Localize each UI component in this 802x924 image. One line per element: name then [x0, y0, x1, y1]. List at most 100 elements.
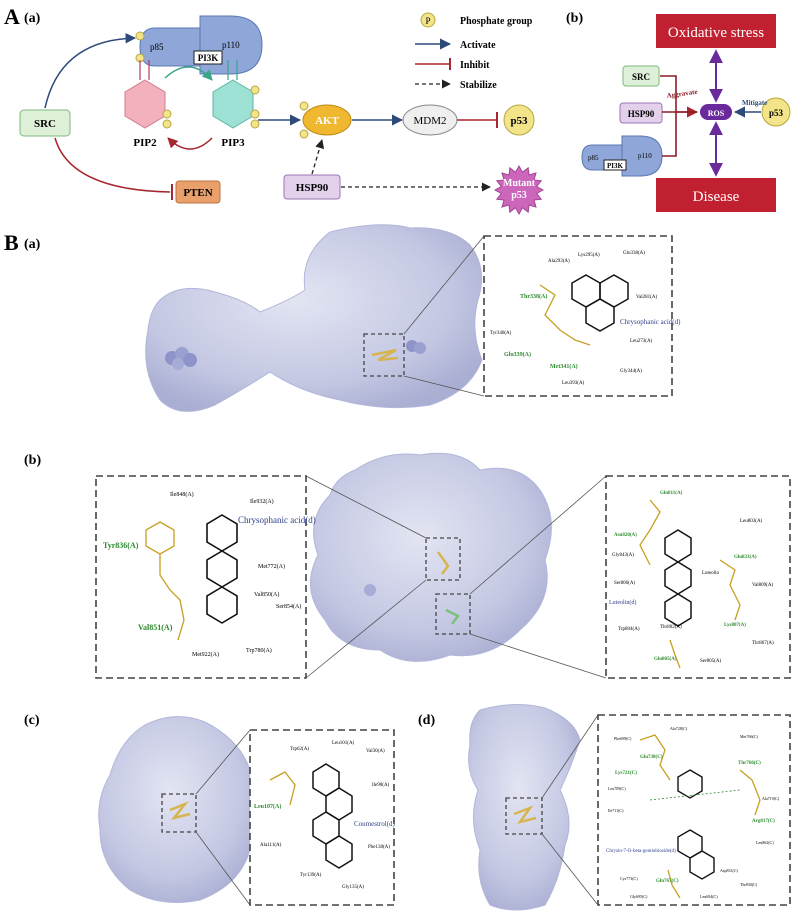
- bl-res-6: Trp780(A): [246, 647, 272, 654]
- d-hres-1: Thr766(C): [738, 761, 761, 766]
- akt-node: [302, 104, 352, 136]
- panel-a-sub-b: (b): [566, 11, 583, 26]
- br-hres-4: Glu805(A): [654, 657, 677, 662]
- a-res-5: Gly344(A): [620, 369, 642, 374]
- legend: P Phosphate group Activate Inhibit Stabi…: [415, 12, 533, 91]
- a-res-3: Val281(A): [636, 295, 657, 300]
- a-res-2: Glu338(A): [623, 251, 645, 256]
- b-p53-label: p53: [769, 108, 784, 118]
- legend-phosphate-symbol: P: [425, 16, 430, 26]
- panel-b-sub-d: (d): [418, 713, 435, 728]
- d-hres-4: Arg817(C): [752, 819, 775, 824]
- pip3-node: PIP3: [212, 60, 260, 149]
- oxidative-stress-box: [656, 14, 776, 48]
- br-res-7: Ser805(A): [700, 659, 721, 664]
- d-res-3: Ile711(C): [608, 808, 624, 813]
- interaction-box-a: Thr338(A) Glu339(A) Met341(A) Chrysophan…: [483, 235, 681, 397]
- bl-res-2: Met772(A): [258, 563, 285, 570]
- zoom-line-a1: [403, 235, 485, 335]
- c-res-2: Val30(A): [366, 749, 385, 754]
- b-src-label: SRC: [632, 72, 650, 82]
- c-res-6: Tyr139(A): [300, 873, 322, 878]
- br-hres-3: Lys807(A): [724, 623, 746, 628]
- zoom-line-c1: [195, 729, 251, 795]
- panel-a-letter: A: [4, 4, 20, 29]
- b-p85: p85: [588, 154, 599, 162]
- c-res-7: Gly135(A): [342, 885, 364, 890]
- br-ligand: Luteolin(d): [609, 599, 636, 606]
- br-hres-0: Gln811(A): [660, 491, 683, 496]
- ros-node: [700, 104, 732, 120]
- mdm2-label: MDM2: [413, 115, 446, 127]
- protein-surface-b: [309, 452, 552, 662]
- disease-box: [656, 178, 776, 212]
- d-res-10: Leu694(C): [700, 894, 718, 899]
- pi3k-p110: p110: [222, 40, 240, 50]
- a-res-1: Lys295(A): [578, 253, 600, 258]
- b-pi3k: PI3K: [607, 162, 624, 170]
- c-res-3: Ile90(A): [372, 783, 390, 788]
- pip2-to-pip3-arrow: [164, 66, 213, 81]
- mutant-p53-line1: Mutant: [503, 178, 536, 189]
- oxidative-stress-label: Oxidative stress: [668, 25, 764, 41]
- p53-node: [503, 104, 535, 136]
- c-res-5: Phe138(A): [368, 845, 390, 850]
- src-label: SRC: [34, 118, 56, 130]
- hsp90-stabilize-akt-arrow: [311, 139, 325, 175]
- d-hres-0: Glu738(C): [640, 755, 663, 760]
- interaction-box-d: Glu738(C) Thr766(C) Lys721(C) Gln767(C) …: [597, 714, 791, 906]
- interaction-box-b-left: Tyr836(A) Val851(A) Chrysophanic acid(d)…: [95, 475, 316, 679]
- bl-res-4: Ser854(A): [276, 603, 301, 610]
- zoom-line-b3: [469, 475, 607, 595]
- d-hres-3: Gln767(C): [656, 879, 679, 884]
- zoom-line-d1: [541, 714, 599, 799]
- hsp90-label: HSP90: [296, 182, 329, 194]
- d-res-11: Gly695(C): [630, 894, 648, 899]
- d-res-0: Ala728(C): [670, 726, 688, 731]
- bl-res-3: Val850(A): [254, 591, 279, 598]
- b-src-node: [622, 65, 660, 87]
- pip3-label: PIP3: [221, 137, 245, 149]
- ligand-a: [571, 274, 629, 332]
- b-hsp90-label: HSP90: [628, 109, 655, 119]
- panel-b-sub-b: (b): [24, 453, 41, 468]
- br-res-2: Ser806(A): [614, 581, 635, 586]
- panel-b-sub-a: (a): [24, 237, 41, 252]
- interaction-box-c: Leu107(A) Coumestrol(d) Trp62(A) Leu101(…: [249, 729, 395, 906]
- panel-a-sub-a: (a): [24, 11, 41, 26]
- c-ligand: Coumestrol(d): [354, 820, 395, 828]
- d-res-5: Leu862(C): [756, 840, 774, 845]
- d-res-4: Ala719(C): [762, 796, 780, 801]
- br-res-6: Trp804(A): [618, 627, 640, 632]
- c-res-0: Trp62(A): [290, 747, 309, 752]
- pi3k-label: PI3K: [198, 53, 219, 63]
- pi3k-p85: p85: [150, 42, 164, 52]
- pip3-to-pip2-arrow: [167, 137, 213, 150]
- src-inhibit-pten-line: [54, 137, 171, 193]
- b-p53-node: [761, 97, 791, 127]
- mutant-p53-line2: p53: [511, 190, 527, 201]
- akt-label: AKT: [315, 115, 340, 127]
- a-hres-2: Glu339(A): [504, 351, 531, 358]
- src-node: [19, 109, 71, 137]
- bl-hres-0: Tyr836(A): [103, 541, 139, 550]
- bl-res-5: Met922(A): [192, 651, 219, 658]
- zoom-line-c2: [195, 831, 251, 906]
- legend-inhibit-label: Inhibit: [460, 60, 490, 71]
- d-res-7: Cys773(C): [620, 876, 638, 881]
- br-hres-2: Glu833(A): [734, 555, 757, 560]
- pi3k-complex: p85 p110 PI3K: [135, 15, 263, 75]
- d-ligand: Chrysin-7-O-beta-gentiobioside(d): [606, 849, 676, 854]
- c-hres-0: Leu107(A): [254, 803, 281, 810]
- b-aggravate-label: Aggravate: [666, 88, 698, 100]
- protein-surface-d: [468, 703, 581, 911]
- a-hres-1: Thr338(A): [520, 293, 547, 300]
- protein-surface-c: [98, 716, 258, 903]
- d-hres-2: Lys721(C): [615, 771, 637, 776]
- pten-label: PTEN: [183, 187, 212, 199]
- pip2-label: PIP2: [133, 137, 157, 149]
- c-res-4: Ala111(A): [260, 843, 282, 848]
- a-res-6: Leu393(A): [562, 381, 585, 386]
- a-res-0: Ala293(A): [548, 259, 570, 264]
